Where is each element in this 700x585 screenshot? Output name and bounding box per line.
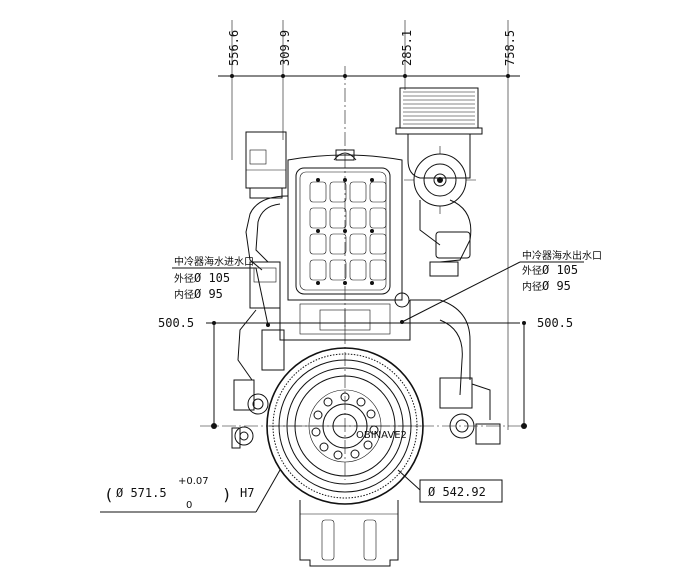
- dim-556-6: 556.6: [227, 30, 241, 66]
- water-inlet-title: 中冷器海水进水口: [174, 255, 254, 268]
- bore-diameter: Ø 571.5: [116, 486, 167, 500]
- bore-upper-tolerance: +0.07: [178, 476, 209, 487]
- intercooler-grid: [309, 178, 387, 285]
- bolt-circle-diameter: Ø 542.92: [428, 485, 486, 499]
- water-outlet-note: 中冷器海水出水口 外径 Ø 105 内径 Ø 95: [522, 249, 602, 293]
- bore-open-paren: (: [104, 485, 114, 504]
- water-inlet-note: 中冷器海水进水口 外径 Ø 105 内径 Ø 95: [174, 255, 254, 301]
- dim-right-500-5: 500.5: [537, 316, 573, 330]
- water-inlet-inner-value: Ø 95: [194, 287, 223, 301]
- dim-758-5: 758.5: [503, 30, 517, 66]
- water-outlet-outer-label: 外径: [522, 264, 542, 277]
- oil-sump: [299, 500, 399, 567]
- water-inlet-outer-label: 外径: [174, 272, 194, 285]
- bore-close-paren: ): [222, 485, 232, 504]
- top-dimension-labels: 556.6 309.9 285.1 758.5: [227, 30, 517, 66]
- dim-left-500-5: 500.5: [158, 316, 194, 330]
- turbocharger: [395, 87, 483, 277]
- water-outlet-inner-value: Ø 95: [542, 279, 571, 293]
- engine-block: [279, 149, 471, 396]
- flywheel-marking: OBINAVE2: [356, 430, 407, 441]
- water-inlet-inner-label: 内径: [174, 288, 194, 301]
- left-accessories: [231, 195, 289, 449]
- top-dimension-lines: [218, 20, 520, 430]
- water-outlet-inner-label: 内径: [522, 280, 542, 293]
- inlet-leader: [172, 267, 270, 327]
- dim-285-1: 285.1: [400, 30, 414, 66]
- water-outlet-title: 中冷器海水出水口: [522, 249, 602, 262]
- bore-fit: H7: [240, 486, 254, 500]
- flywheel-bolts: [311, 392, 379, 460]
- junction-box: [245, 131, 287, 199]
- water-inlet-outer-value: Ø 105: [194, 271, 230, 285]
- right-accessories: [439, 377, 501, 445]
- bore-tolerance-callout: ( Ø 571.5 +0.07 0 ) H7: [100, 469, 281, 513]
- bore-lower-tolerance: 0: [186, 500, 192, 511]
- bolt-circle-callout: Ø 542.92: [397, 469, 503, 503]
- outlet-leader: [400, 261, 584, 324]
- side-dimension-lines: [200, 321, 530, 429]
- dim-309-9: 309.9: [278, 30, 292, 66]
- water-outlet-outer-value: Ø 105: [542, 263, 578, 277]
- flywheel: OBINAVE2: [266, 347, 424, 505]
